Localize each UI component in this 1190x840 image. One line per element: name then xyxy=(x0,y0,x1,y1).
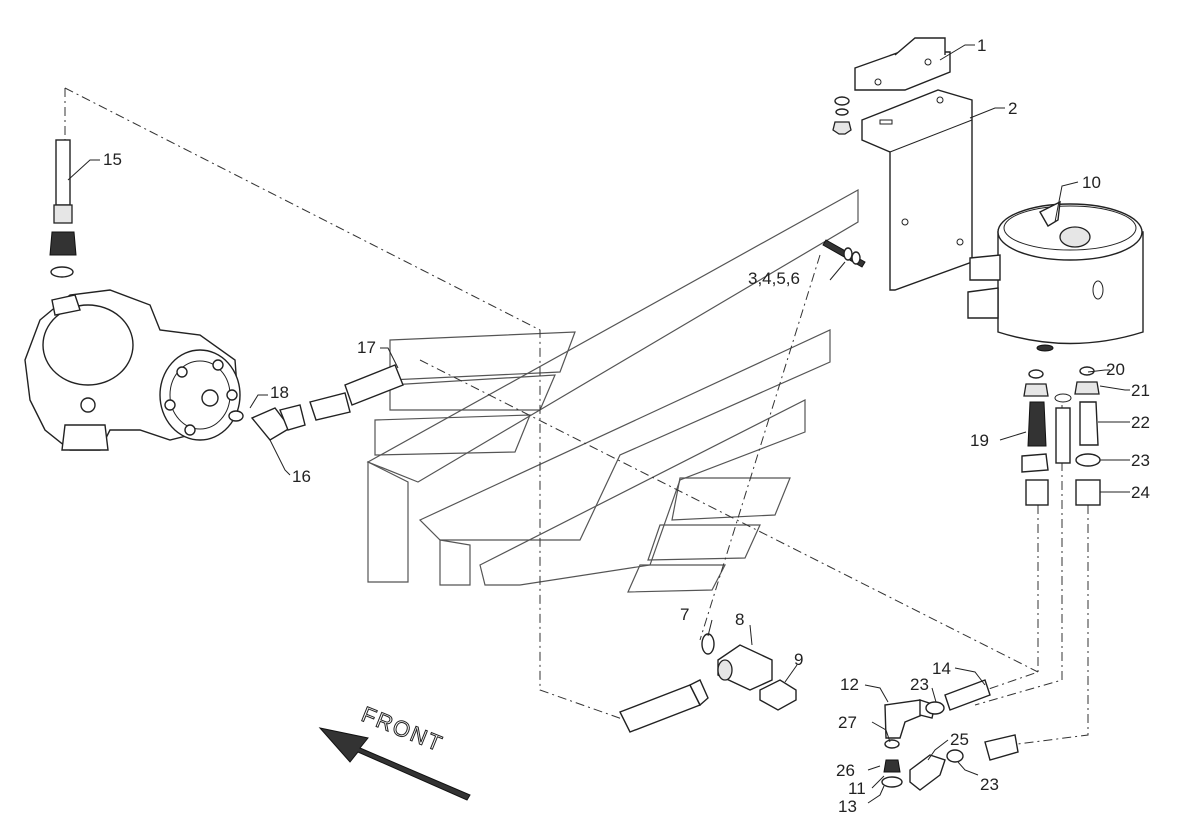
lower-fittings xyxy=(881,679,1019,791)
callout-labels: 1 2 3,4,5,6 10 20 21 22 19 23 24 7 8 9 1… xyxy=(103,36,1150,816)
routing-lines xyxy=(64,87,1089,746)
callout-14: 14 xyxy=(932,659,951,678)
callout-12: 12 xyxy=(840,675,859,694)
callout-18: 18 xyxy=(270,383,289,402)
hose-parts-16-18 xyxy=(228,364,404,441)
callout-8: 8 xyxy=(735,610,744,629)
bolt-set-parts-3-6 xyxy=(822,239,866,268)
callout-22: 22 xyxy=(1131,413,1150,432)
callout-9: 9 xyxy=(794,650,803,669)
block-fitting-parts-7-9 xyxy=(701,633,797,711)
reservoir-part-10 xyxy=(967,200,1144,352)
callout-24: 24 xyxy=(1131,483,1150,502)
callout-11: 11 xyxy=(848,779,866,798)
callout-3-4-5-6: 3,4,5,6 xyxy=(748,269,800,288)
callout-1: 1 xyxy=(977,36,986,55)
callout-26: 26 xyxy=(836,761,855,780)
watermark-logo xyxy=(366,188,859,593)
callout-25: 25 xyxy=(950,730,969,749)
callout-27: 27 xyxy=(838,713,857,732)
callout-17: 17 xyxy=(357,338,376,357)
front-label: FRONT xyxy=(358,701,447,756)
callout-23-bottom: 23 xyxy=(980,775,999,794)
callout-2: 2 xyxy=(1008,99,1017,118)
bracket-part-1 xyxy=(854,37,951,91)
callout-20: 20 xyxy=(1106,360,1125,379)
mounting-plate-part-2 xyxy=(861,89,973,291)
callout-13: 13 xyxy=(838,797,857,816)
callout-15: 15 xyxy=(103,150,122,169)
hose-part-15 xyxy=(49,139,77,278)
callout-7: 7 xyxy=(680,605,689,624)
hose-lower xyxy=(619,679,709,733)
callout-23-mid: 23 xyxy=(910,675,929,694)
fittings-column xyxy=(1021,366,1101,506)
front-direction-arrow: FRONT xyxy=(318,701,471,801)
callout-21: 21 xyxy=(1131,381,1150,400)
callout-19: 19 xyxy=(970,431,989,450)
callout-23-right: 23 xyxy=(1131,451,1150,470)
callout-10: 10 xyxy=(1082,173,1101,192)
steering-gear-assembly xyxy=(24,289,241,451)
nuts-washers xyxy=(832,96,852,135)
callout-16: 16 xyxy=(292,467,311,486)
callout-leaders xyxy=(67,44,1130,804)
